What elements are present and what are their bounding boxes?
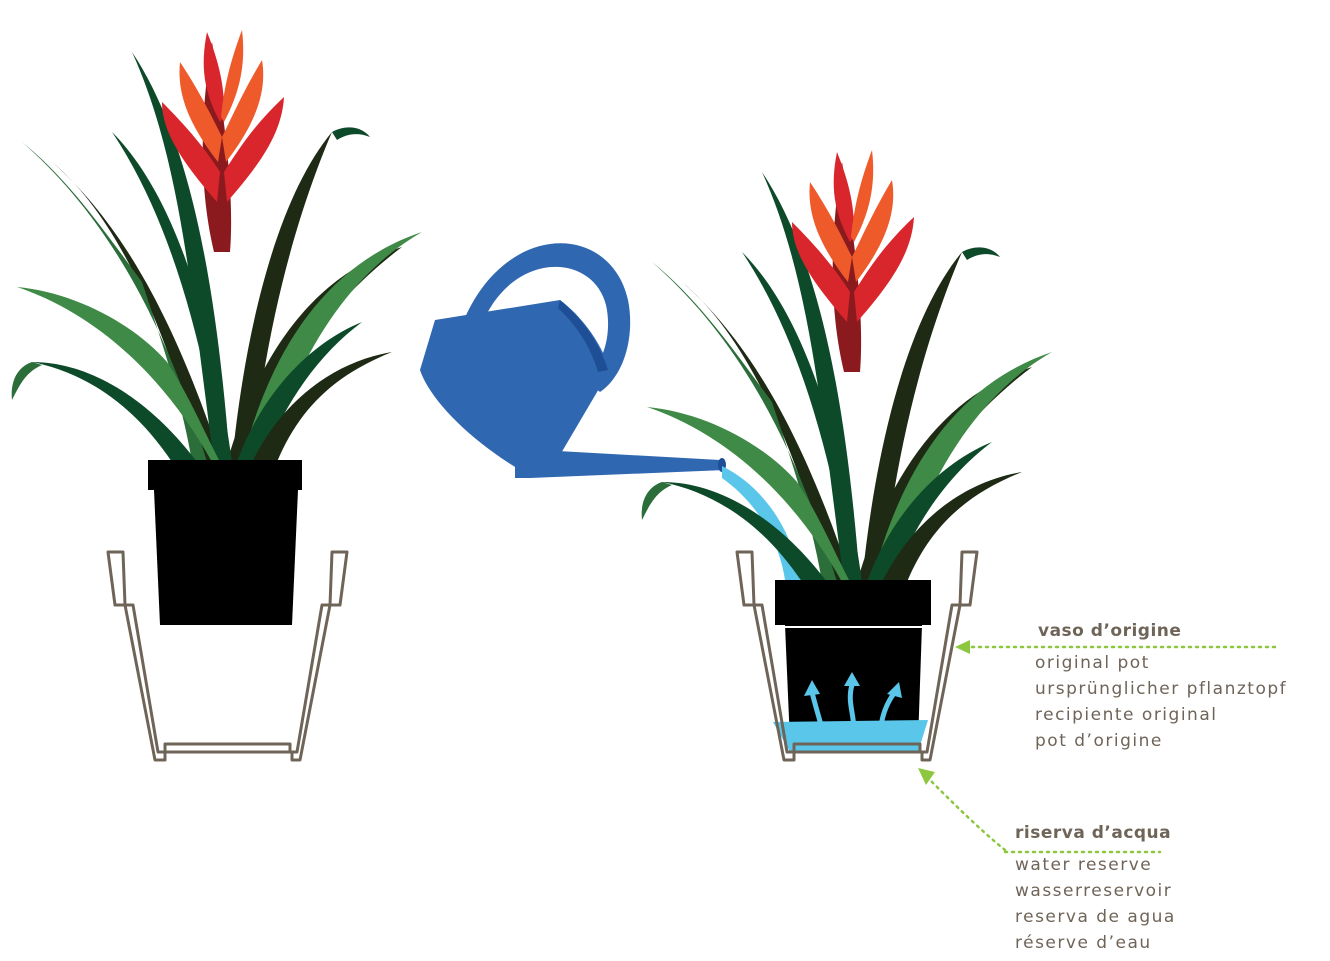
original-pot-title: vaso d’origine xyxy=(1038,620,1287,642)
label-water-reserve: riserva d’acqua water reserve wasserrese… xyxy=(1015,822,1176,956)
water-reserve-german: wasserreservoir xyxy=(1015,878,1176,904)
original-pot-french: pot d’origine xyxy=(1035,728,1287,754)
water-reserve-french: réserve d’eau xyxy=(1015,930,1176,956)
original-pot-translations: original pot ursprünglicher pflanztopf r… xyxy=(1035,650,1287,754)
water-reserve-translations: water reserve wasserreservoir reserva de… xyxy=(1015,852,1176,956)
label-original-pot: vaso d’origine original pot ursprünglich… xyxy=(1035,620,1287,754)
original-pot-english: original pot xyxy=(1035,650,1287,676)
original-pot-spanish: recipiente original xyxy=(1035,702,1287,728)
original-pot-german: ursprünglicher pflanztopf xyxy=(1035,676,1287,702)
left-original-pot xyxy=(148,460,302,625)
watering-can xyxy=(420,243,726,478)
water-reserve-english: water reserve xyxy=(1015,852,1176,878)
right-plant xyxy=(642,150,1052,582)
left-plant xyxy=(12,30,422,462)
water-reserve-spanish: reserva de agua xyxy=(1015,904,1176,930)
water-reserve-title: riserva d’acqua xyxy=(1015,822,1176,844)
